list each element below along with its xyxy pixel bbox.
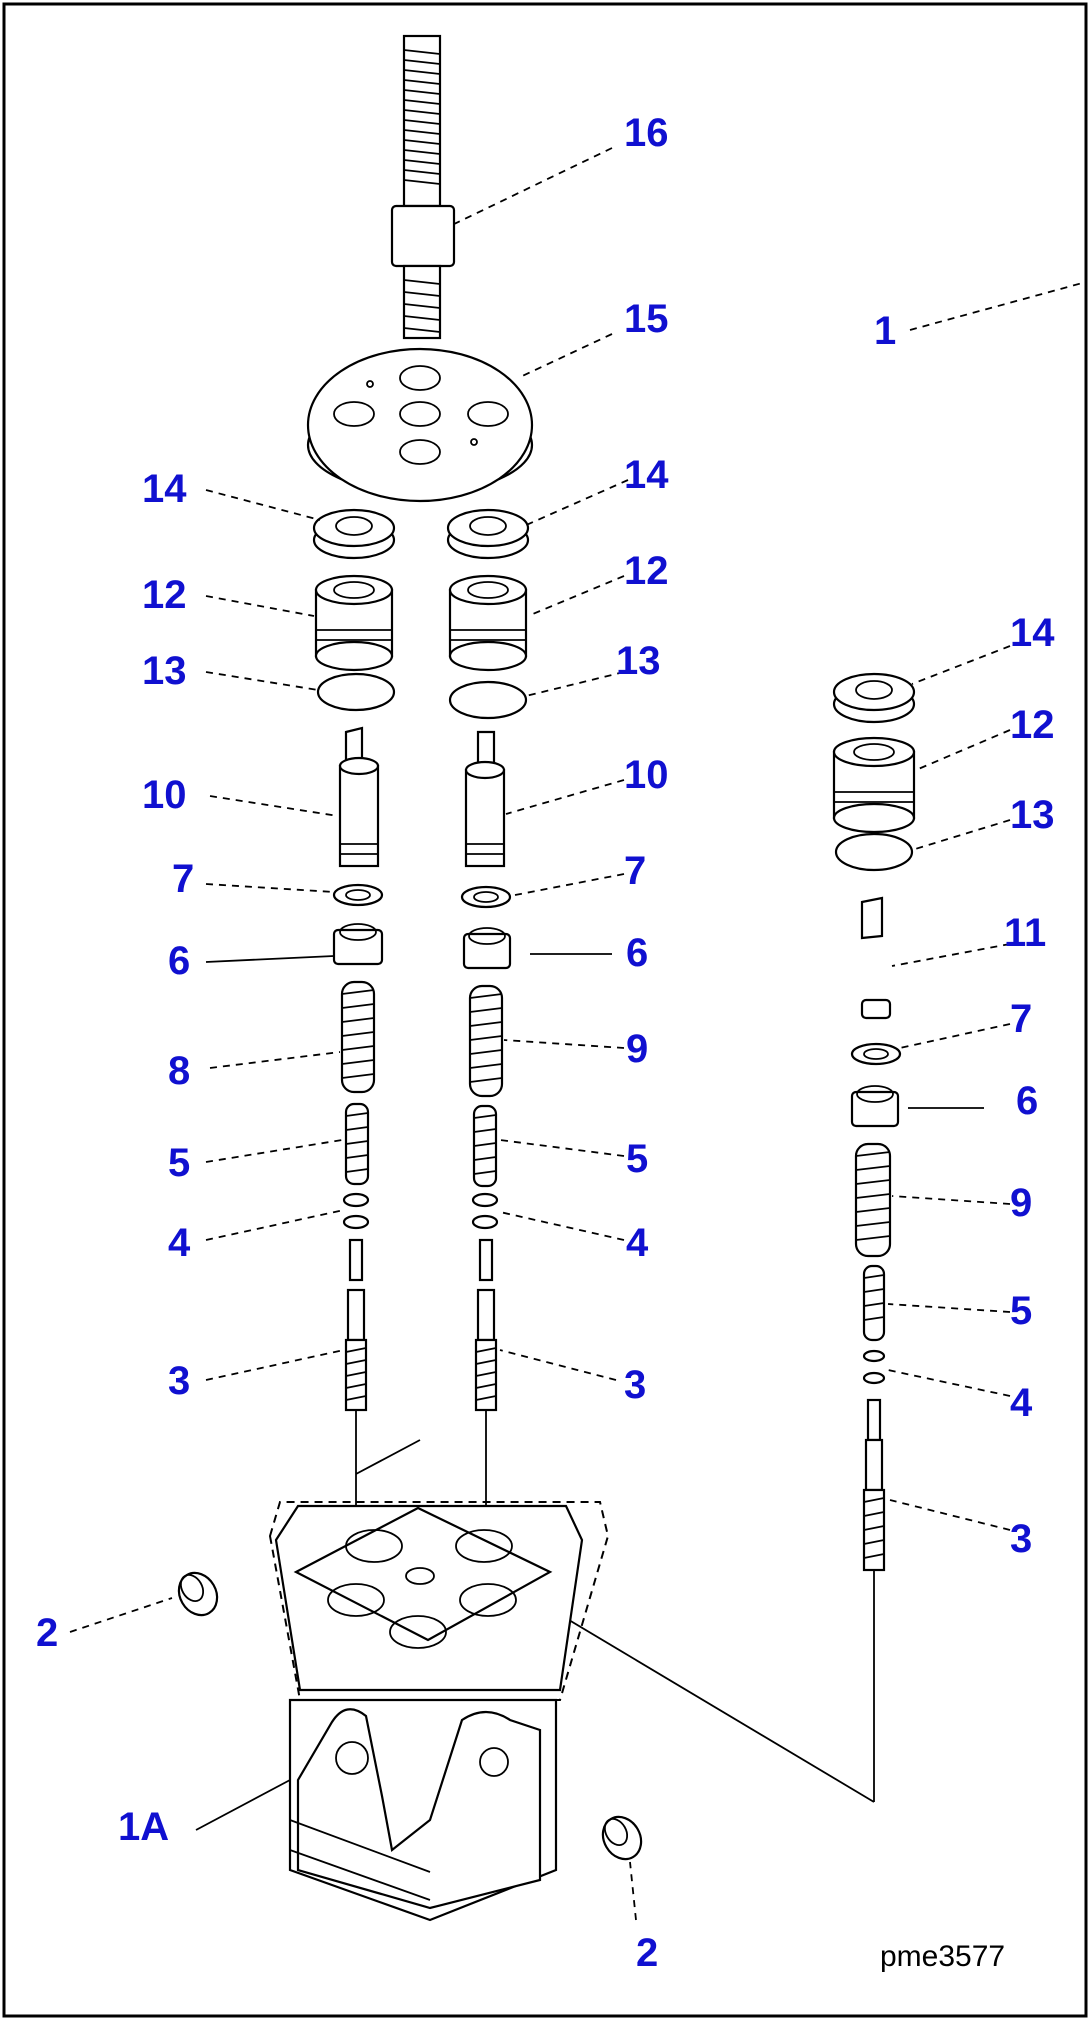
part-10-piston-left: [338, 726, 380, 868]
part-10-piston-middle: [464, 730, 506, 868]
part-6-nut-right: [850, 1085, 900, 1128]
part-6-nut-left: [332, 923, 384, 966]
leader-lines: [69, 147, 1087, 1921]
callout-6-right: 6: [1016, 1079, 1038, 1123]
callout-12-right: 12: [1010, 703, 1055, 747]
part-5-spring-middle: [472, 1104, 498, 1188]
part-3-spool-middle: [474, 1238, 498, 1540]
part-1a-body: [268, 1501, 610, 1922]
part-8-spring-left: [340, 980, 376, 1094]
part-16-stud: [390, 34, 456, 340]
part-14-plug-left: [312, 508, 396, 560]
callout-8-left: 8: [168, 1049, 190, 1093]
callout-11: 11: [1004, 911, 1046, 955]
part-12-plug-middle: [448, 574, 528, 672]
callout-5-right: 5: [1010, 1289, 1032, 1333]
callout-15: 15: [624, 297, 669, 341]
callout-7-middle: 7: [624, 849, 646, 893]
callout-10-middle: 10: [624, 753, 669, 797]
callout-3-right: 3: [1010, 1517, 1032, 1561]
callout-13-right: 13: [1010, 793, 1055, 837]
part-4-washer-right: [862, 1349, 886, 1385]
callout-5-middle: 5: [626, 1137, 648, 1181]
callout-labels: 16 15 1 14 14 12 12 13 13 14 12 13 10 10…: [36, 111, 1055, 1975]
callout-14-right: 14: [1010, 611, 1055, 655]
part-13-o-ring-right: [834, 832, 914, 872]
callout-12-left: 12: [142, 573, 187, 617]
part-7-pin-right: [850, 1042, 902, 1066]
part-7-pin-left: [332, 883, 384, 907]
part-7-pin-middle: [460, 885, 512, 909]
callout-7-right: 7: [1010, 997, 1032, 1041]
callout-14-left: 14: [142, 467, 187, 511]
callout-4-left: 4: [168, 1221, 191, 1265]
part-3-spool-right: [511, 1398, 886, 1803]
part-2-plug-lower: [601, 1815, 643, 1861]
callout-16: 16: [624, 111, 669, 155]
callout-1a: 1A: [118, 1805, 169, 1849]
part-12-plug-left: [314, 574, 394, 672]
callout-3-middle: 3: [624, 1363, 646, 1407]
part-14-plug-right: [832, 672, 916, 724]
callout-2-upper: 2: [36, 1611, 58, 1655]
part-5-spring-left: [344, 1102, 370, 1186]
callout-4-middle: 4: [626, 1221, 649, 1265]
callout-6-middle: 6: [626, 931, 648, 975]
callout-2-lower: 2: [636, 1931, 658, 1975]
part-4-washer-middle: [471, 1192, 499, 1230]
callout-9-right: 9: [1010, 1181, 1032, 1225]
callout-12-middle: 12: [624, 549, 669, 593]
callout-4-right: 4: [1010, 1381, 1033, 1425]
callout-13-middle: 13: [616, 639, 661, 683]
part-13-o-ring-middle: [448, 680, 528, 720]
callout-9-middle: 9: [626, 1027, 648, 1071]
part-6-nut-middle: [462, 927, 512, 970]
callout-1: 1: [874, 309, 896, 353]
part-5-spring-right: [862, 1264, 886, 1342]
part-9-spring-right: [854, 1142, 892, 1258]
part-11-piston-right: [860, 896, 892, 1020]
part-2-plug-upper: [177, 1571, 219, 1617]
callout-13-left: 13: [142, 649, 187, 693]
part-4-washer-left: [342, 1192, 370, 1230]
callout-5-left: 5: [168, 1141, 190, 1185]
callout-7-left: 7: [172, 857, 194, 901]
callout-14-middle: 14: [624, 453, 669, 497]
part-3-spool-left: [344, 1238, 368, 1540]
part-15-plate: [306, 347, 534, 503]
drawing-code: pme3577: [880, 1940, 1005, 1973]
callout-6-left: 6: [168, 939, 190, 983]
part-14-plug-middle: [446, 508, 530, 560]
callout-3-left: 3: [168, 1359, 190, 1403]
part-9-spring-middle: [468, 984, 504, 1098]
callout-10-left: 10: [142, 773, 187, 817]
part-13-o-ring-left: [316, 672, 396, 712]
part-12-plug-right: [832, 736, 916, 834]
